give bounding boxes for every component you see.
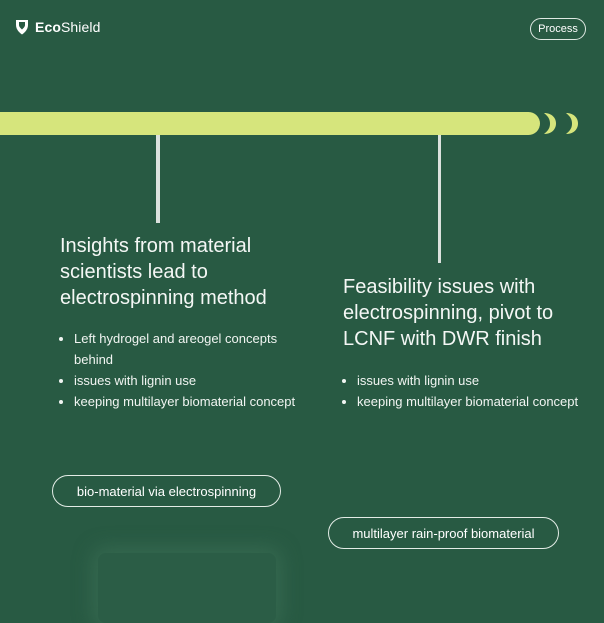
process-button[interactable]: Process [530,18,586,40]
milestone-1-bullets: Left hydrogel and areogel concepts behin… [58,328,304,412]
timeline-connector-2 [438,135,441,263]
list-item: issues with lignin use [74,370,304,391]
timeline-bar [0,112,540,135]
list-item: issues with lignin use [357,370,587,391]
timeline-connector-1 [156,135,160,223]
brand-name: EcoShield [35,19,101,35]
list-item: Left hydrogel and areogel concepts behin… [74,328,304,370]
list-item: keeping multilayer biomaterial concept [74,391,304,412]
milestone-1-tag[interactable]: bio-material via electrospinning [52,475,281,507]
ghost-card [98,553,276,623]
brand-logo[interactable]: EcoShield [15,19,101,35]
timeline-chevrons-icon [544,113,578,134]
list-item: keeping multilayer biomaterial concept [357,391,587,412]
milestone-1-title: Insights from material scientists lead t… [60,235,267,309]
milestone-2-bullets: issues with lignin use keeping multilaye… [341,370,587,412]
brand-name-bold: Eco [35,19,61,35]
leaf-shield-icon [16,20,28,35]
milestone-2-title: Feasibility issues with electrospinning,… [343,276,554,350]
milestone-2-tag[interactable]: multilayer rain-proof biomaterial [328,517,559,549]
brand-name-regular: Shield [60,19,101,35]
